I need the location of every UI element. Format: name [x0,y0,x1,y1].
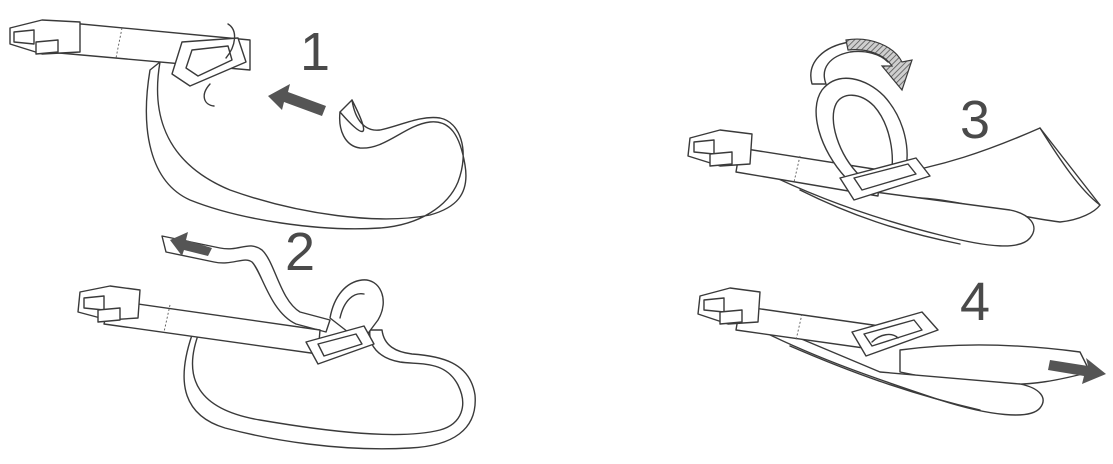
step-3-buckle-icon [688,130,752,166]
step-1-direction-arrow-icon [268,84,326,116]
step-4-number: 4 [960,272,990,332]
step-2-illustration [78,232,475,449]
step-4-buckle-icon [698,288,760,324]
step-1-strap-loop [146,62,466,229]
step-2-number: 2 [285,222,315,282]
step-3-illustration [688,39,1100,246]
step-1-slide-ring-icon [172,38,246,86]
step-1-illustration [10,20,466,229]
step-1-number: 1 [300,22,330,82]
step-4-illustration [698,288,1106,415]
step-1-buckle-icon [10,20,80,54]
step-3-number: 3 [960,90,990,150]
step-2-buckle-icon [78,286,140,322]
